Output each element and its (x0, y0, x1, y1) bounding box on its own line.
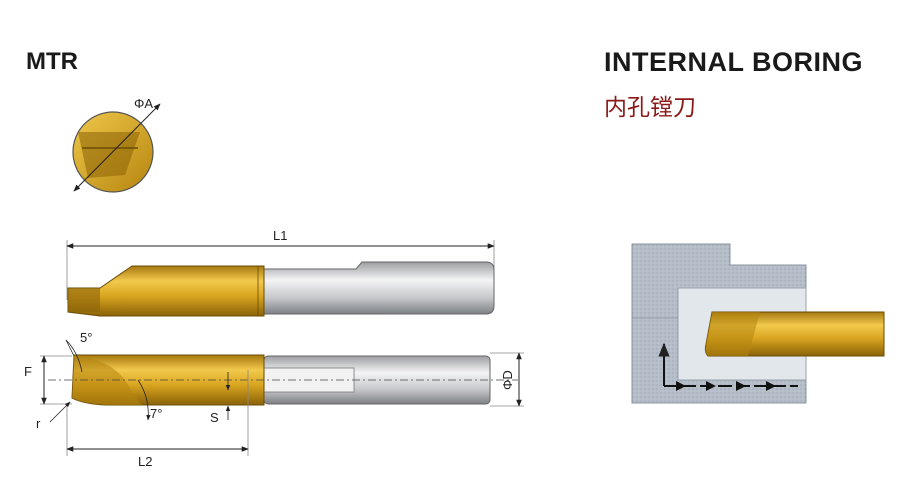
s-label: S (210, 410, 219, 425)
angle-bottom-label: 7° (150, 406, 162, 421)
tool-side-view: L1 (66, 228, 495, 317)
angle-top-label: 5° (80, 330, 92, 345)
phi-a-dimension-line (73, 103, 161, 192)
phi-a-label: ΦA (134, 96, 153, 111)
page-subtitle-cn: 内孔镗刀 (604, 95, 696, 121)
phi-d-label: ΦD (500, 370, 515, 390)
model-code: MTR (26, 48, 78, 75)
workpiece-illustration (631, 243, 885, 404)
end-view: ΦA (72, 96, 161, 193)
tool-top-view: ΦD F 5° 7° S r L2 (24, 330, 524, 469)
f-label: F (24, 364, 32, 379)
r-label: r (36, 416, 41, 431)
page-title: INTERNAL BORING (604, 47, 864, 77)
l2-label: L2 (138, 454, 152, 469)
l1-label: L1 (273, 228, 287, 243)
